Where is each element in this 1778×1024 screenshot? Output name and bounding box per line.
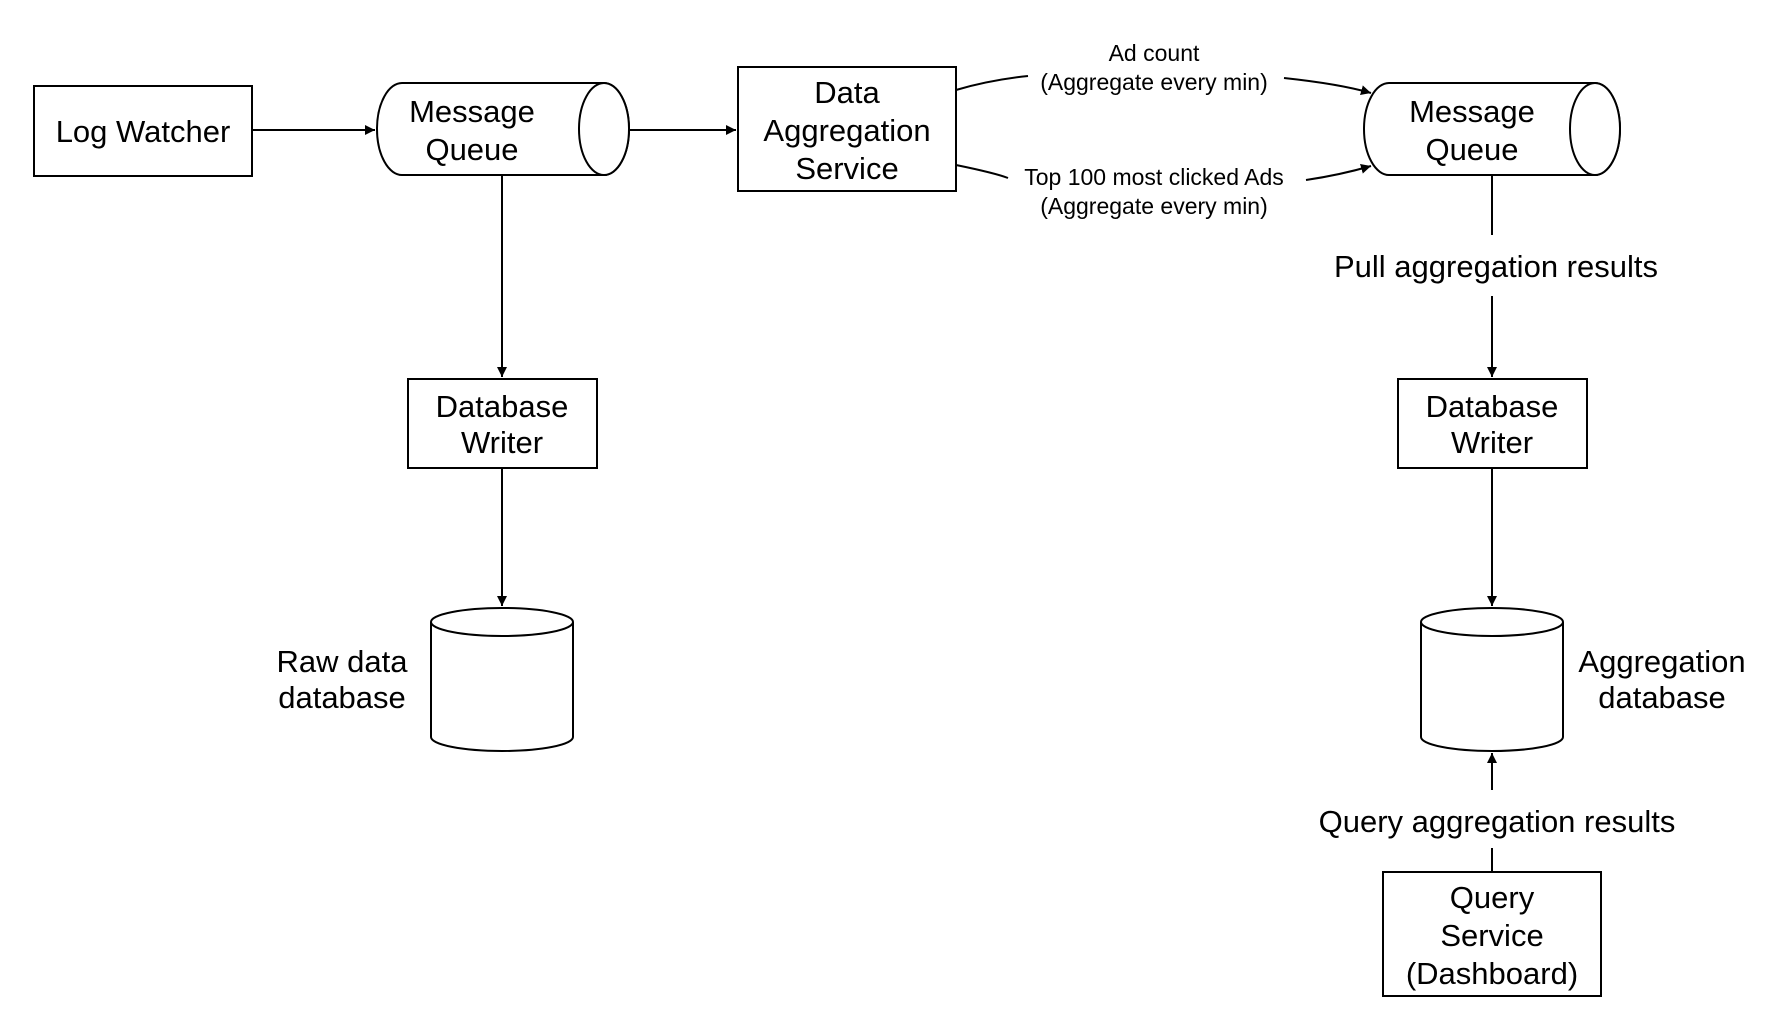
arrow-ad-count-to-queue-2 [1283, 77, 1372, 96]
database-writer-2-node: Database Writer [1397, 378, 1588, 469]
query-aggregation-results-label: Query aggregation results [1319, 804, 1676, 839]
message-queue-1-node: Message Queue [376, 82, 630, 176]
message-queue-2-label-line2: Queue [1425, 132, 1518, 167]
raw-data-database-label-line1: Raw data [277, 644, 409, 679]
ad-count-label-line1: Ad count [1109, 40, 1200, 66]
message-queue-1-label-line1: Message [409, 94, 535, 129]
message-queue-1-label-line2: Queue [425, 132, 518, 167]
query-service-label-line2: Service [1440, 918, 1543, 953]
arrow-top100-to-queue-2 [1305, 163, 1372, 181]
pull-aggregation-results-label: Pull aggregation results [1334, 249, 1658, 284]
ad-count-label-line2: (Aggregate every min) [1040, 69, 1268, 95]
top100-label-line1: Top 100 most clicked Ads [1024, 164, 1284, 190]
log-watcher-label: Log Watcher [56, 114, 231, 149]
log-watcher-node: Log Watcher [33, 85, 253, 177]
message-queue-2-node: Message Queue [1363, 82, 1621, 176]
query-service-label-line3: (Dashboard) [1406, 956, 1578, 991]
data-aggregation-service-label-line3: Service [795, 151, 898, 186]
data-aggregation-service-label-line1: Data [814, 75, 880, 110]
data-aggregation-service-node: Data Aggregation Service [737, 66, 957, 192]
top100-label-line2: (Aggregate every min) [1040, 193, 1268, 219]
line-ad-count-left [955, 75, 1029, 91]
aggregation-database-label-line1: Aggregation [1578, 644, 1745, 679]
raw-data-database-label-line2: database [278, 680, 406, 715]
query-service-label-line1: Query [1450, 880, 1535, 915]
data-aggregation-service-label-line2: Aggregation [763, 113, 930, 148]
database-writer-1-label-line1: Database [436, 389, 569, 424]
message-queue-2-label-line1: Message [1409, 94, 1535, 129]
database-writer-1-node: Database Writer [407, 378, 598, 469]
raw-data-database-node: Raw data database [277, 607, 574, 752]
database-writer-1-label-line2: Writer [461, 425, 543, 460]
query-service-node: Query Service (Dashboard) [1382, 871, 1602, 997]
aggregation-database-node: Aggregation database [1420, 607, 1746, 752]
database-writer-2-label-line2: Writer [1451, 425, 1533, 460]
database-writer-2-label-line1: Database [1426, 389, 1559, 424]
line-top100-left [955, 164, 1009, 179]
aggregation-database-label-line2: database [1598, 680, 1726, 715]
